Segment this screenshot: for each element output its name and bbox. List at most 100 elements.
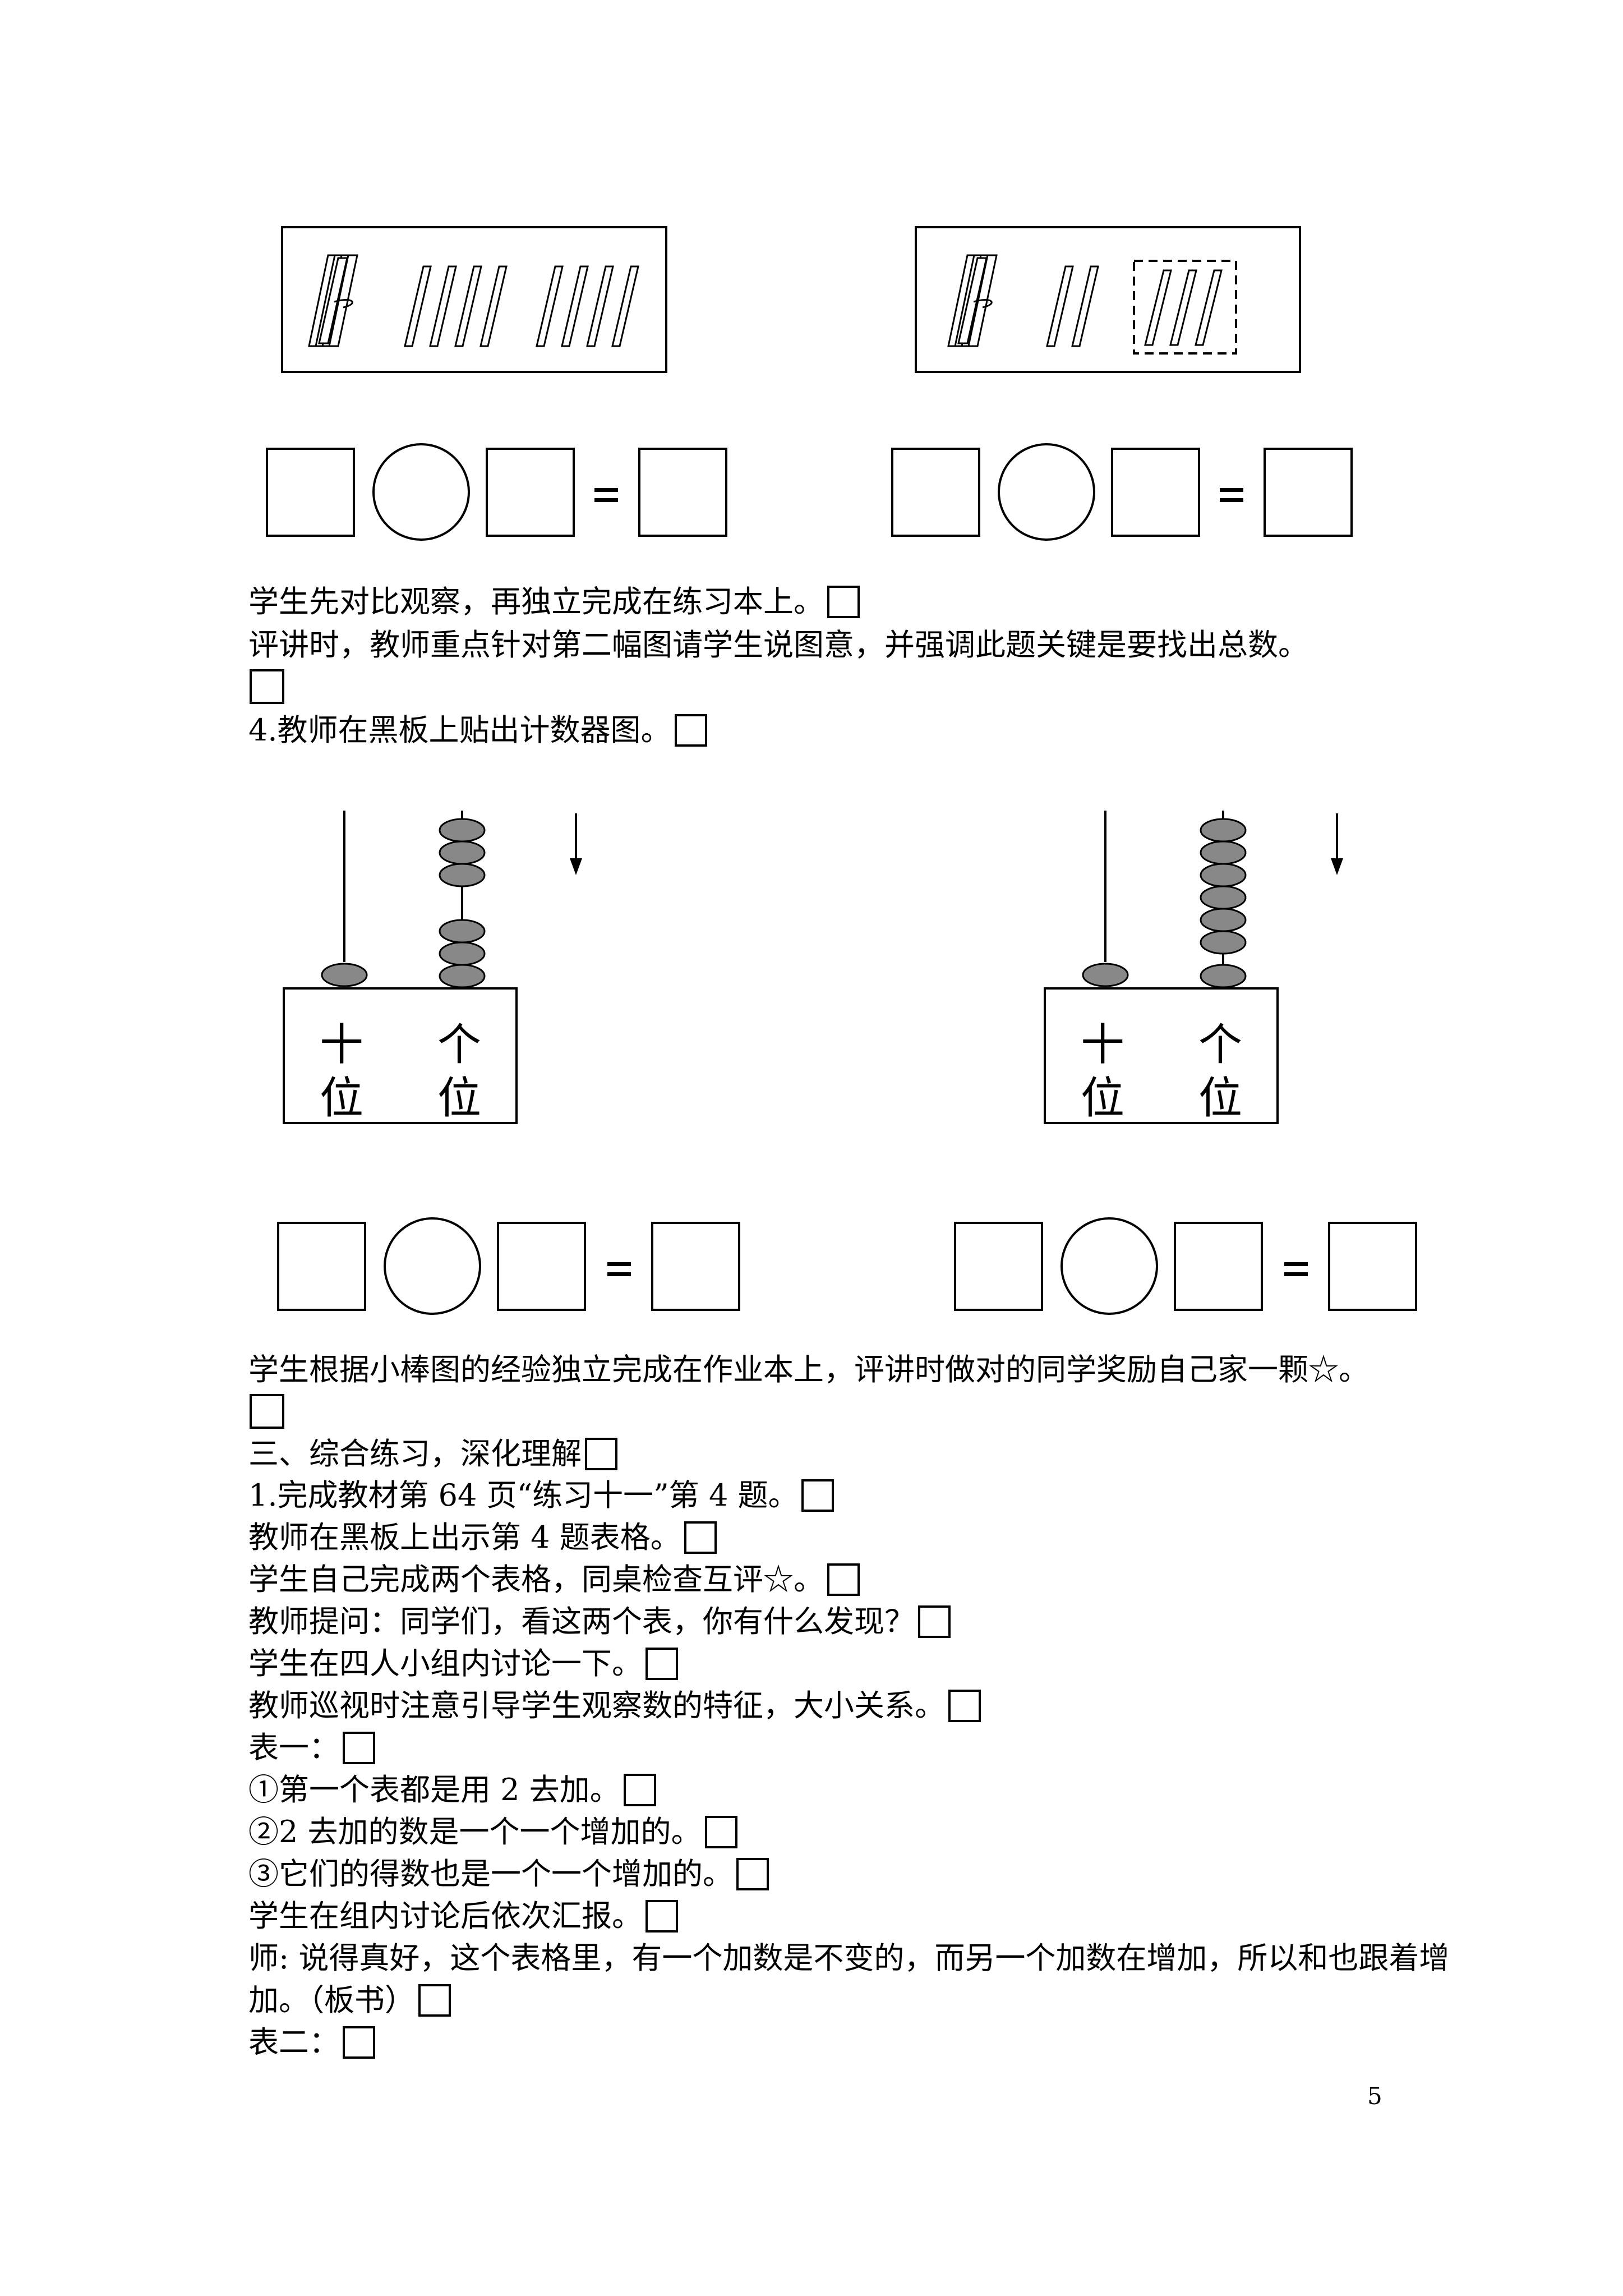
text-line-12: 表一： [248,1727,375,1769]
checkbox[interactable] [704,1816,737,1848]
line-text: ②2 去加的数是一个一个增加的。 [248,1814,702,1849]
line-text: 学生根据小棒图的经验独立完成在作业本上，评讲时做对的同学奖励自己家一颗☆。 [248,1352,1369,1387]
text-line-9: 教师提问：同学们，看这两个表，你有什么发现？ [248,1600,951,1643]
dashed-group-box [1133,260,1237,355]
text-line-7: 教师在黑板上出示第 4 题表格。 [248,1516,717,1559]
answer-box [497,1222,586,1311]
text-line-10: 学生在四人小组内讨论一下。 [248,1642,678,1685]
answer-box [954,1222,1043,1311]
stick-bundle [308,254,358,347]
page-number: 5 [1367,2082,1382,2110]
line-text: 师: 说得真好，这个表格里，有一个加数是不变的，而另一个加数在增加，所以和也跟着… [248,1940,1450,1976]
checkbox[interactable] [343,2026,375,2059]
text-line-1: 学生先对比观察，再独立完成在练习本上。 [248,581,860,623]
text-line-15: ③它们的得数也是一个一个增加的。 [248,1853,769,1895]
checkbox[interactable] [827,586,860,618]
text-line-13: ①第一个表都是用 2 去加。 [248,1769,656,1811]
line-text: 教师巡视时注意引导学生观察数的特征，大小关系。 [248,1688,945,1723]
abacus-ones-label-bottom: 位 [437,1073,482,1124]
line-text: 1.完成教材第 64 页“练习十一”第 4 题。 [248,1478,799,1513]
checkbox[interactable] [418,1984,451,2017]
section-heading: 三、综合练习，深化理解 [248,1433,617,1475]
abacus-ones-label-top: 个 [437,1020,482,1070]
answer-box [1328,1222,1417,1311]
text-line-17: 师: 说得真好，这个表格里，有一个加数是不变的，而另一个加数在增加，所以和也跟着… [248,1937,1449,1980]
dashed-sticks-group [1144,269,1223,346]
checkbox[interactable] [918,1605,951,1638]
text-line-3: 4.教师在黑板上贴出计数器图。 [248,709,707,752]
checkbox[interactable] [684,1521,717,1554]
line-text: 4.教师在黑板上贴出计数器图。 [248,712,671,748]
line-text: 学生在组内讨论后依次汇报。 [248,1898,642,1934]
abacus-ones-label-top: 个 [1198,1020,1243,1070]
checkbox[interactable] [948,1690,981,1722]
line-text: 学生自己完成两个表格，同桌检查互评☆。 [248,1562,824,1597]
answer-box [651,1222,740,1311]
operator-circle [998,443,1095,541]
answer-box [1111,448,1200,537]
loose-sticks-group-1 [404,265,508,347]
checkbox[interactable] [645,1648,678,1680]
answer-box [1264,448,1353,537]
checkbox[interactable] [585,1438,617,1470]
operator-circle [372,443,470,541]
checkbox[interactable] [343,1732,375,1764]
text-line-2: 评讲时，教师重点针对第二幅图请学生说图意，并强调此题关键是要找出总数。 [248,624,1308,666]
line-text: 表二： [248,2024,339,2060]
checkbox[interactable] [623,1774,656,1806]
stick-bundle [947,254,998,347]
line-text: 学生在四人小组内讨论一下。 [248,1646,642,1681]
checkbox[interactable] [736,1858,769,1890]
checkbox[interactable] [645,1900,678,1932]
line-text: 加。（板书） [248,1982,415,2018]
text-line-16: 学生在组内讨论后依次汇报。 [248,1895,678,1938]
bead [1082,963,1129,987]
text-line-4: 学生根据小棒图的经验独立完成在作业本上，评讲时做对的同学奖励自己家一颗☆。 [248,1349,1369,1391]
loose-sticks-group [1046,265,1099,347]
answer-box [891,448,980,537]
bead [439,964,486,988]
text-line-11: 教师巡视时注意引导学生观察数的特征，大小关系。 [248,1685,981,1727]
checkbox[interactable] [827,1563,860,1596]
answer-box [266,448,355,537]
abacus-tens-label-top: 十 [1081,1020,1125,1070]
checkbox[interactable] [801,1479,834,1512]
answer-box [638,448,727,537]
checkbox[interactable] [250,669,284,704]
line-text: 学生先对比观察，再独立完成在练习本上。 [248,584,824,619]
text-line-8: 学生自己完成两个表格，同桌检查互评☆。 [248,1558,860,1601]
checkbox[interactable] [674,714,707,747]
text-line-18: 加。（板书） [248,1979,451,2022]
line-text: ①第一个表都是用 2 去加。 [248,1772,620,1807]
line-text: 教师在黑板上出示第 4 题表格。 [248,1520,681,1555]
loose-sticks-group-2 [536,265,639,347]
abacus-tens-label-bottom: 位 [1081,1073,1125,1124]
text-line-19: 表二： [248,2021,375,2064]
answer-box [277,1222,366,1311]
bead [321,963,368,987]
answer-box [1174,1222,1263,1311]
bead [1200,964,1247,988]
operator-circle [1061,1217,1158,1315]
abacus-ones-label-bottom: 位 [1198,1073,1243,1124]
operator-circle [384,1217,481,1315]
answer-box [486,448,575,537]
text-line-6: 1.完成教材第 64 页“练习十一”第 4 题。 [248,1474,834,1517]
checkbox[interactable] [250,1394,284,1429]
text-line-14: ②2 去加的数是一个一个增加的。 [248,1811,737,1853]
line-text: 教师提问：同学们，看这两个表，你有什么发现？ [248,1604,915,1639]
bead [439,863,486,887]
line-text: 三、综合练习，深化理解 [248,1436,582,1471]
abacus-tens-label-bottom: 位 [320,1073,364,1124]
line-text: 评讲时，教师重点针对第二幅图请学生说图意，并强调此题关键是要找出总数。 [248,627,1308,662]
abacus-tens-label-top: 十 [320,1020,364,1070]
down-arrow [1331,858,1343,875]
